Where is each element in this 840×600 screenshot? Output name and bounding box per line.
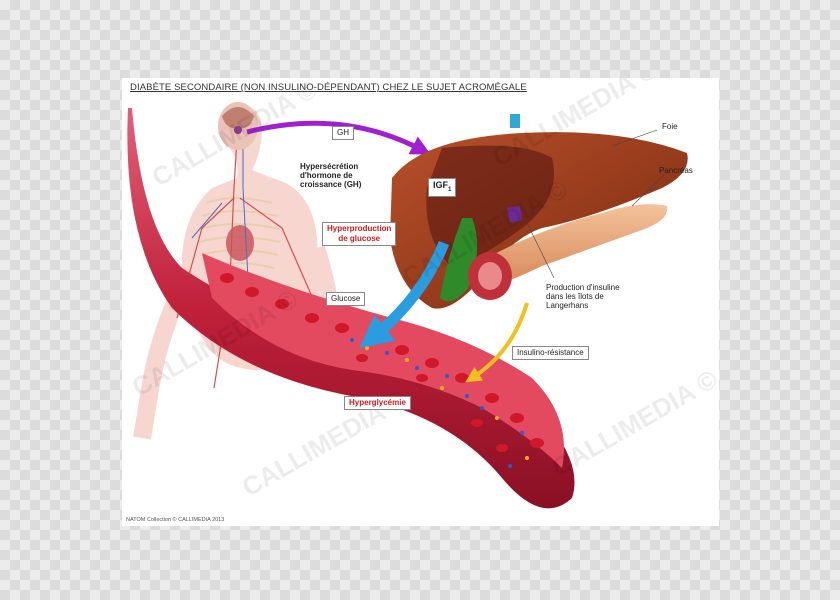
glucose-arrow bbox=[359, 240, 450, 349]
insulino-resistance-label: Insulino-résistance bbox=[512, 346, 589, 360]
hyperproduction-label: Hyperproduction de glucose bbox=[322, 222, 397, 246]
production-insuline-label: Production d'insuline dans les îlots de … bbox=[546, 283, 620, 310]
igf1-label: IGF1 bbox=[428, 178, 457, 197]
pancreas-label: Pancréas bbox=[659, 166, 693, 175]
footer-credit: NATOM Collection © CALLIMEDIA 2013 bbox=[126, 517, 225, 523]
liver-illustration bbox=[390, 114, 688, 309]
blood-vessel-illustration bbox=[127, 108, 575, 509]
foie-label: Foie bbox=[662, 122, 678, 131]
glucose-label: Glucose bbox=[326, 292, 366, 306]
diagram-title: DIABÈTE SECONDAIRE (NON INSULINO-DÉPENDA… bbox=[130, 82, 527, 93]
hyperglycemie-label: Hyperglycémie bbox=[344, 396, 411, 410]
anatomy-illustration bbox=[127, 102, 688, 509]
gh-arrow bbox=[246, 120, 431, 155]
hypersecretion-label: Hypersécrétion d'hormone de croissance (… bbox=[300, 162, 362, 189]
insulin-resistance-arrow bbox=[465, 302, 529, 383]
gh-label: GH bbox=[332, 126, 354, 140]
pancreas-illustration bbox=[468, 204, 668, 300]
diagram-panel: CALLIMEDIA © CALLIMEDIA © CALLIMEDIA © C… bbox=[122, 78, 719, 526]
red-blood-cells bbox=[220, 273, 544, 452]
